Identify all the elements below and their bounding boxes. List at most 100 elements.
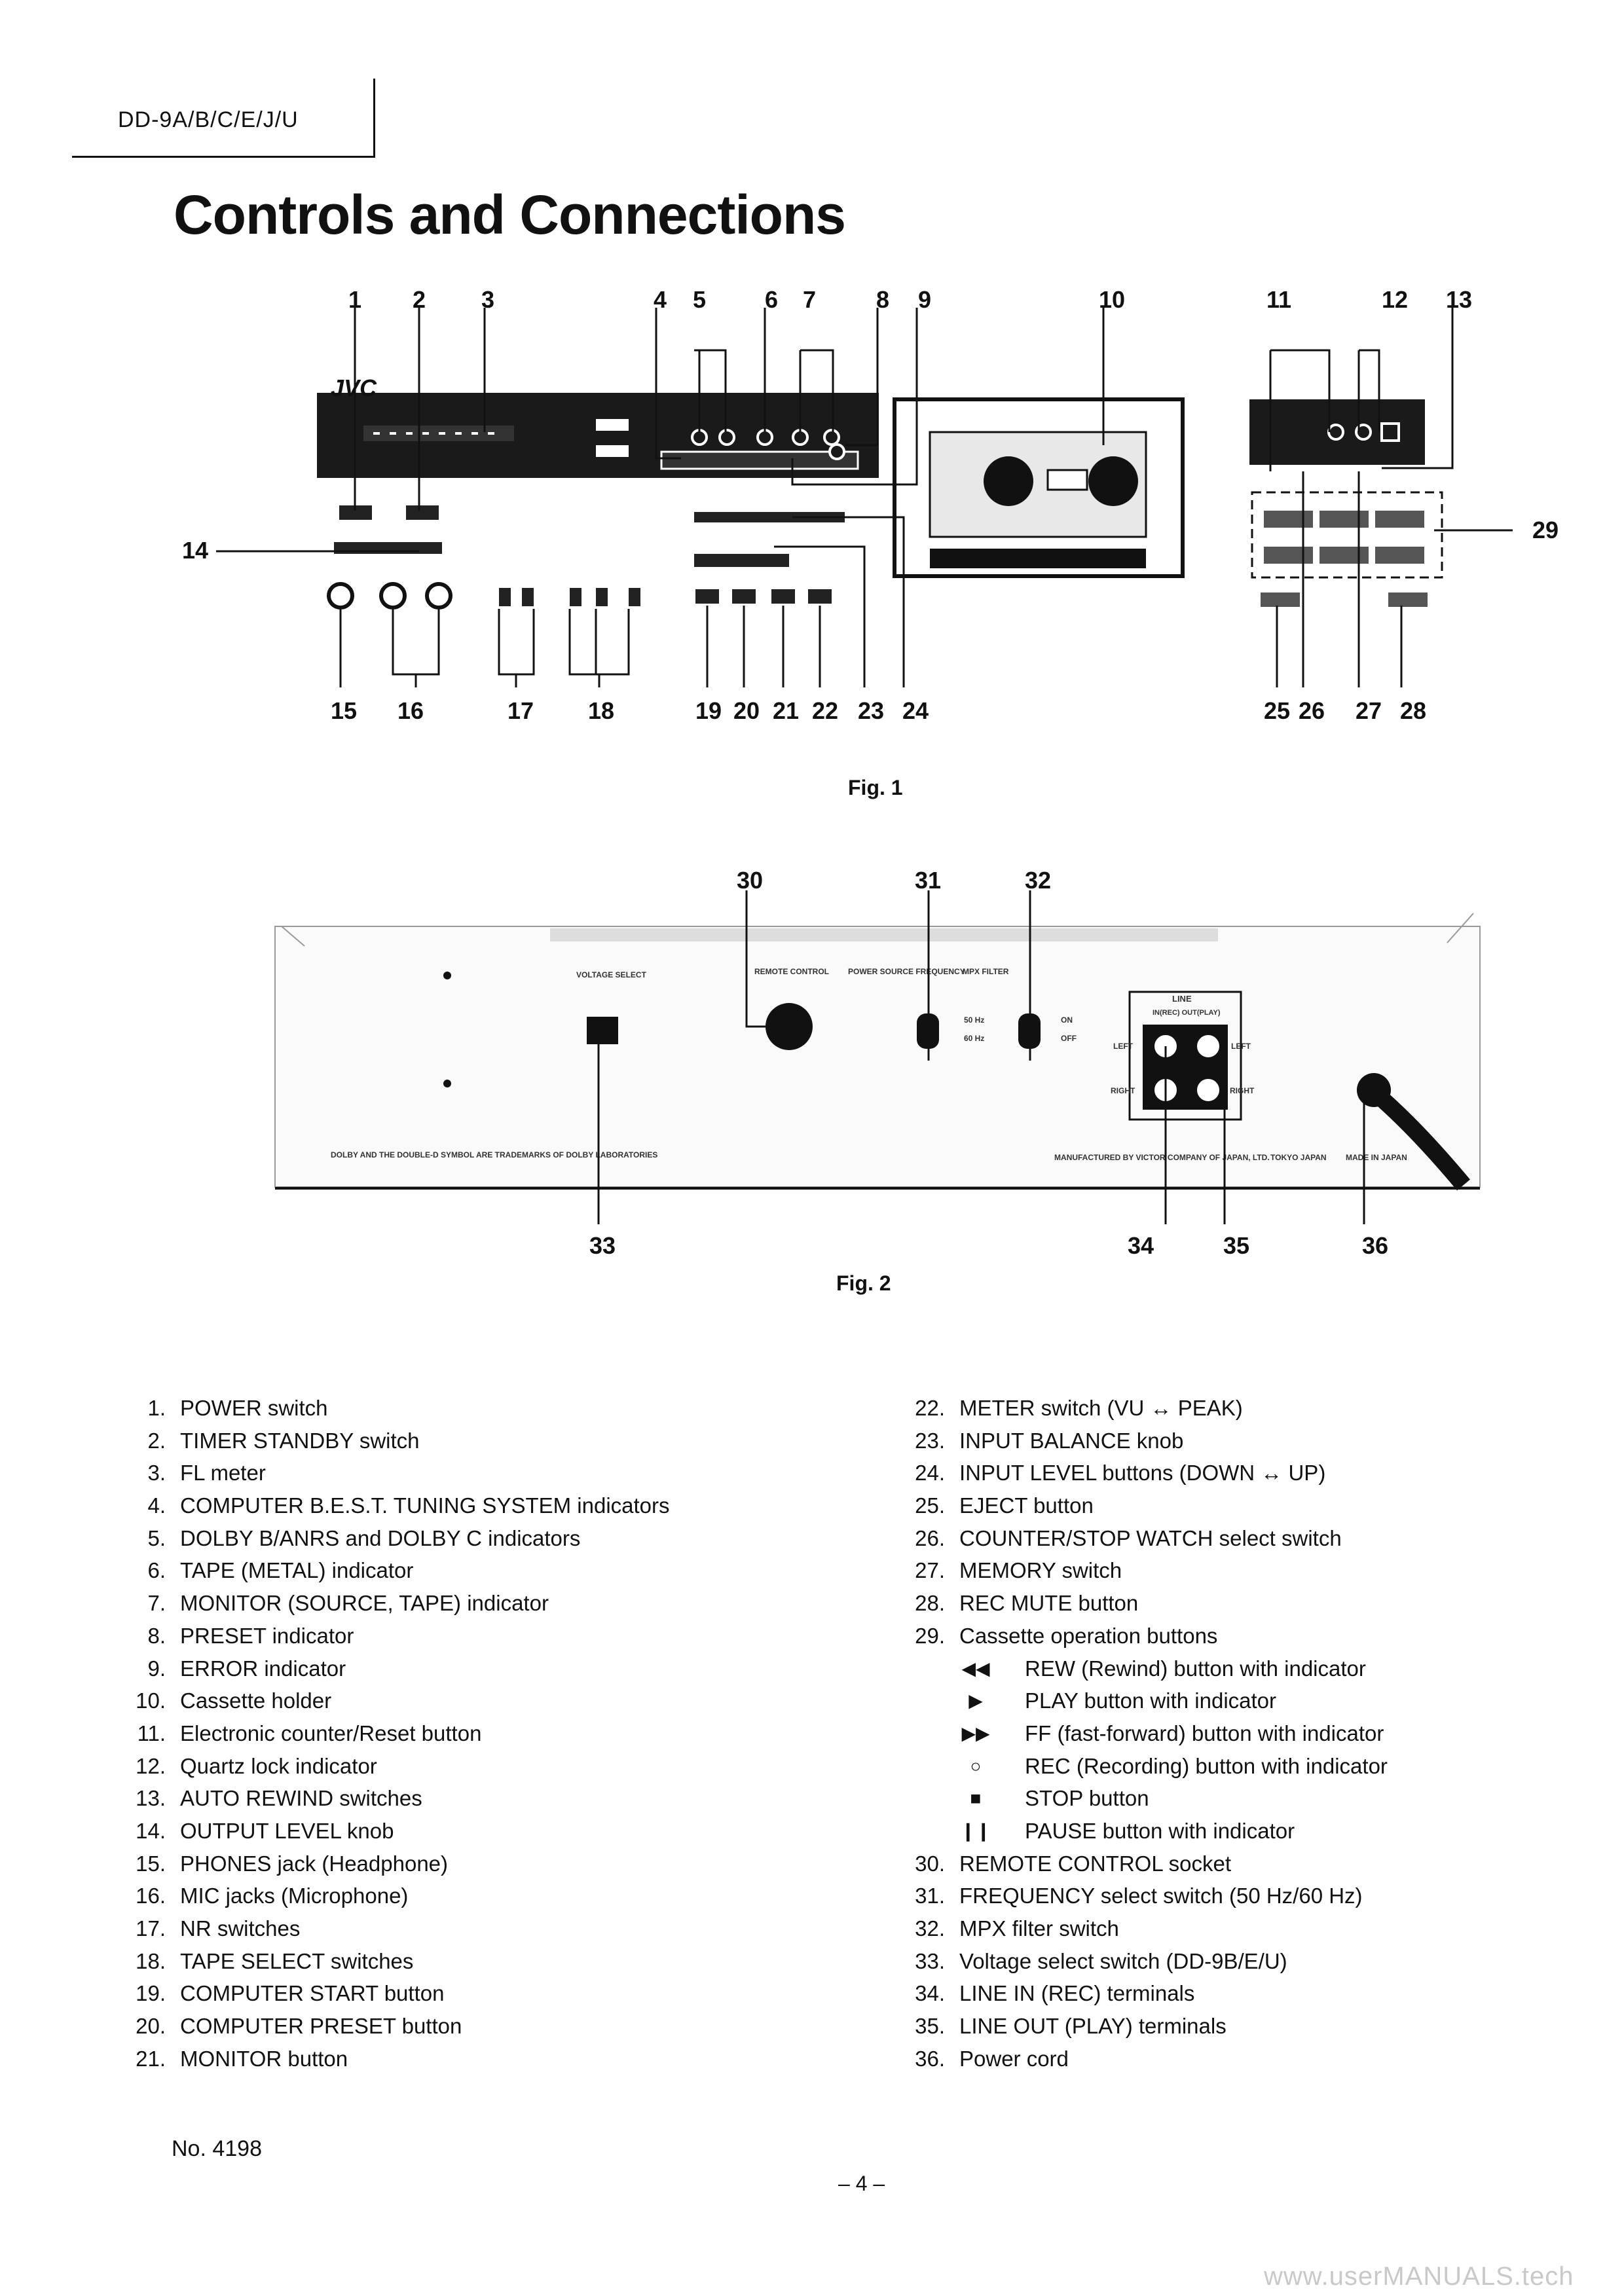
list-item: 33. Voltage select switch (DD-9B/E/U) xyxy=(887,1945,1542,1978)
list-item: 1.POWER switch xyxy=(108,1392,855,1425)
control-symbol-icon: ○ xyxy=(970,1755,982,1776)
list-item: 18.TAPE SELECT switches xyxy=(108,1945,855,1978)
rear-top-strip xyxy=(550,928,1218,941)
list-item-label: TIMER STANDBY switch xyxy=(180,1428,420,1453)
maker-note: MANUFACTURED BY VICTOR COMPANY OF JAPAN,… xyxy=(1054,1153,1270,1162)
screw-dot xyxy=(443,1080,451,1087)
callout-35: 35 xyxy=(1223,1232,1249,1259)
list-item: 30. REMOTE CONTROL socket xyxy=(887,1848,1542,1880)
list-item-number: 3. xyxy=(147,1461,166,1485)
callout-3: 3 xyxy=(481,286,494,313)
list-item: 23.INPUT BALANCE knob xyxy=(887,1425,1542,1457)
list-item-label: Cassette operation buttons xyxy=(959,1623,1218,1648)
cassette-reel-right xyxy=(1088,456,1138,506)
list-item: 11.Electronic counter/Reset button xyxy=(108,1717,855,1750)
list-item: 16.MIC jacks (Microphone) xyxy=(108,1880,855,1912)
callout-2: 2 xyxy=(413,286,426,313)
list-item-label: MEMORY switch xyxy=(959,1558,1122,1583)
callout-33: 33 xyxy=(589,1232,616,1259)
list-item-number: 13. xyxy=(136,1786,166,1811)
callout-7: 7 xyxy=(803,286,816,313)
list-item-label: MPX filter switch xyxy=(959,1916,1119,1941)
list-item: 29. Cassette operation buttons xyxy=(887,1620,1542,1652)
list-subitem: ■STOP button xyxy=(887,1782,1542,1815)
list-item-label: COMPUTER PRESET button xyxy=(180,2014,462,2039)
list-item-number: 24. xyxy=(915,1461,945,1485)
callout-32: 32 xyxy=(1025,867,1051,894)
screw-dot xyxy=(443,972,451,979)
list-item-number: 36. xyxy=(915,2046,945,2071)
power-switch xyxy=(339,505,372,520)
list-item: 34.LINE IN (REC) terminals xyxy=(887,1977,1542,2010)
city-note: TOKYO JAPAN xyxy=(1270,1153,1327,1162)
left-label: LEFT xyxy=(1113,1042,1134,1051)
eject-button xyxy=(1261,592,1300,607)
list-item-label: LINE IN (REC) terminals xyxy=(959,1981,1195,2006)
callout-29: 29 xyxy=(1532,517,1559,543)
list-item: 8.PRESET indicator xyxy=(108,1620,855,1652)
control-symbol-icon: ▶▶ xyxy=(961,1722,990,1743)
callout-36: 36 xyxy=(1362,1232,1388,1259)
jacks xyxy=(327,582,452,610)
list-item-label: COMPUTER START button xyxy=(180,1981,445,2006)
list-item-label: REMOTE CONTROL socket xyxy=(959,1851,1231,1876)
list-item: 25.EJECT button xyxy=(887,1489,1542,1522)
list-item-number: 33. xyxy=(915,1948,945,1973)
list-item-label: PAUSE button with indicator xyxy=(1025,1818,1295,1843)
meter-balance-knob xyxy=(694,512,773,522)
hz60-label: 60 Hz xyxy=(964,1034,984,1043)
parts-list-right: 22.METER switch (VU ↔ PEAK)23.INPUT BALA… xyxy=(887,1392,1542,2075)
fig1-side-callouts: 14 29 xyxy=(182,517,1559,564)
list-item: 26.COUNTER/STOP WATCH select switch xyxy=(887,1522,1542,1555)
cassette-reel-left xyxy=(984,456,1033,506)
cassette-base xyxy=(930,549,1146,568)
list-item-label: Voltage select switch (DD-9B/E/U) xyxy=(959,1948,1287,1973)
list-item-number: 32. xyxy=(915,1916,945,1941)
list-item: 15.PHONES jack (Headphone) xyxy=(108,1848,855,1880)
computer-label-bar xyxy=(694,554,789,567)
list-item: 31.FREQUENCY select switch (50 Hz/60 Hz) xyxy=(887,1880,1542,1912)
list-item: 35.LINE OUT (PLAY) terminals xyxy=(887,2010,1542,2043)
list-item-number: 6. xyxy=(147,1558,166,1583)
meter-block xyxy=(596,419,629,431)
list-item-label: PRESET indicator xyxy=(180,1623,354,1648)
off-label: OFF xyxy=(1061,1034,1077,1043)
list-item-number: 27. xyxy=(915,1558,945,1583)
list-item-label: Cassette holder xyxy=(180,1688,332,1713)
callout-26: 26 xyxy=(1299,697,1325,724)
meter-segments xyxy=(373,432,494,435)
list-item-label: EJECT button xyxy=(959,1493,1094,1518)
callout-18: 18 xyxy=(588,697,614,724)
list-item-number: 7. xyxy=(147,1591,166,1616)
nr-tape-switches xyxy=(499,588,640,606)
list-item-label: METER switch (VU ↔ PEAK) xyxy=(959,1396,1243,1420)
list-item-label: PLAY button with indicator xyxy=(1025,1688,1277,1713)
control-symbol-icon: ◀◀ xyxy=(961,1658,990,1679)
rear-panel-side-left xyxy=(281,926,305,947)
list-item-label: AUTO REWIND switches xyxy=(180,1786,422,1811)
model-header-box: DD-9A/B/C/E/J/U xyxy=(72,79,375,158)
list-item-number: 1. xyxy=(147,1396,166,1420)
list-item-label: COMPUTER B.E.S.T. TUNING SYSTEM indicato… xyxy=(180,1493,670,1518)
list-item-number: 30. xyxy=(915,1851,945,1876)
fig1-leader-lines xyxy=(216,308,1513,687)
list-item-number: 28. xyxy=(915,1591,945,1616)
list-item-number: 12. xyxy=(136,1753,166,1778)
list-item-label: INPUT LEVEL buttons (DOWN ↔ UP) xyxy=(959,1461,1326,1485)
list-item: 9.ERROR indicator xyxy=(108,1652,855,1685)
list-subitem: ◀◀REW (Rewind) button with indicator xyxy=(887,1652,1542,1685)
list-item: 21.MONITOR button xyxy=(108,2043,855,2075)
list-item-number: 20. xyxy=(136,2014,166,2039)
list-item-number: 29. xyxy=(915,1623,945,1648)
list-item: 13. AUTO REWIND switches xyxy=(108,1782,855,1815)
list-item: 17.NR switches xyxy=(108,1912,855,1945)
list-item-label: REC (Recording) button with indicator xyxy=(1025,1753,1388,1778)
remote-control-label: REMOTE CONTROL xyxy=(754,967,829,976)
list-item-label: OUTPUT LEVEL knob xyxy=(180,1818,394,1843)
list-item-number: 10. xyxy=(136,1688,166,1713)
callout-25: 25 xyxy=(1264,697,1290,724)
cassette-center xyxy=(1046,469,1088,491)
callout-14: 14 xyxy=(182,537,208,564)
